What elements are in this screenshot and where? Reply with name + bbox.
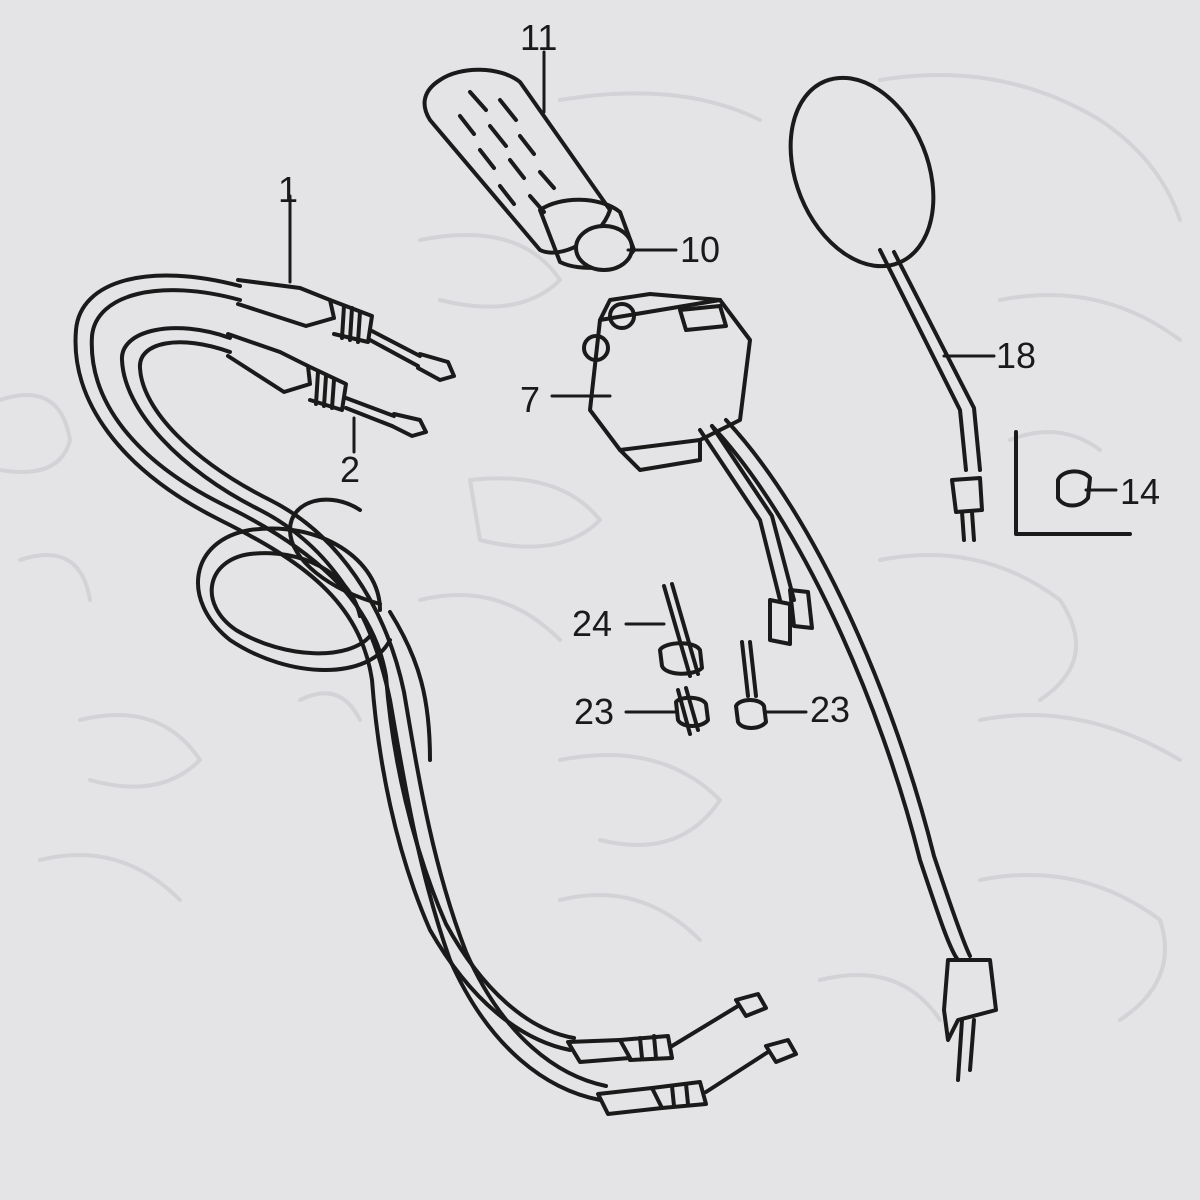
- leader-lines: [288, 50, 1118, 714]
- throttle-cable-assembly: [73, 273, 798, 1116]
- callout-screw-long: 24: [572, 603, 613, 644]
- callout-nut: 14: [1120, 471, 1161, 512]
- callout-cable-lower: 2: [340, 449, 361, 490]
- callout-screw-pair: 23: [574, 691, 615, 732]
- mirror: [788, 75, 984, 542]
- callout-throttle-pipe: 10: [680, 229, 721, 270]
- callout-handlebar-switch: 7: [520, 379, 541, 420]
- callout-screw-single: 23: [810, 689, 851, 730]
- callout-cable-upper: 1: [278, 169, 299, 210]
- grip-and-throttle-pipe: [422, 67, 636, 272]
- screws: [658, 582, 768, 736]
- background-ghost-lines: [0, 73, 1182, 1022]
- callout-mirror: 18: [996, 335, 1037, 376]
- handlebar-switch: [582, 292, 998, 1082]
- callout-grip: 11: [520, 17, 558, 58]
- nut-and-bracket: [1014, 430, 1132, 536]
